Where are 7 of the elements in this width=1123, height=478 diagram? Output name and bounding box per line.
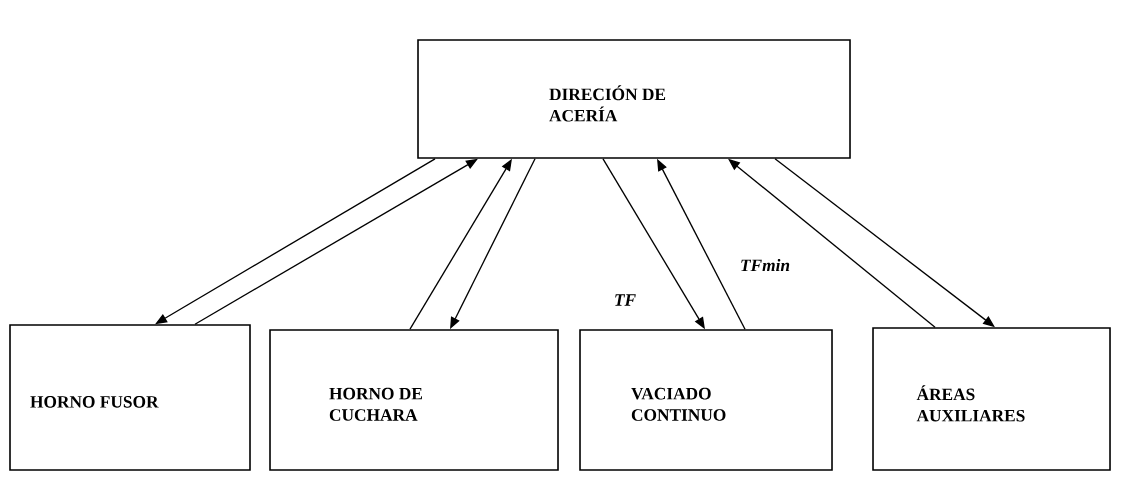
edge-label: TF (612, 293, 638, 307)
process-box: VACIADO CONTINUO (579, 329, 833, 471)
edge-label: TFmin (738, 257, 792, 273)
process-box: HORNO DE CUCHARA (269, 329, 559, 471)
process-box: ÁREAS AUXILIARES (872, 327, 1111, 471)
process-box: DIRECIÓN DE ACERÍA (417, 39, 851, 159)
process-box: HORNO FUSOR (9, 324, 251, 471)
